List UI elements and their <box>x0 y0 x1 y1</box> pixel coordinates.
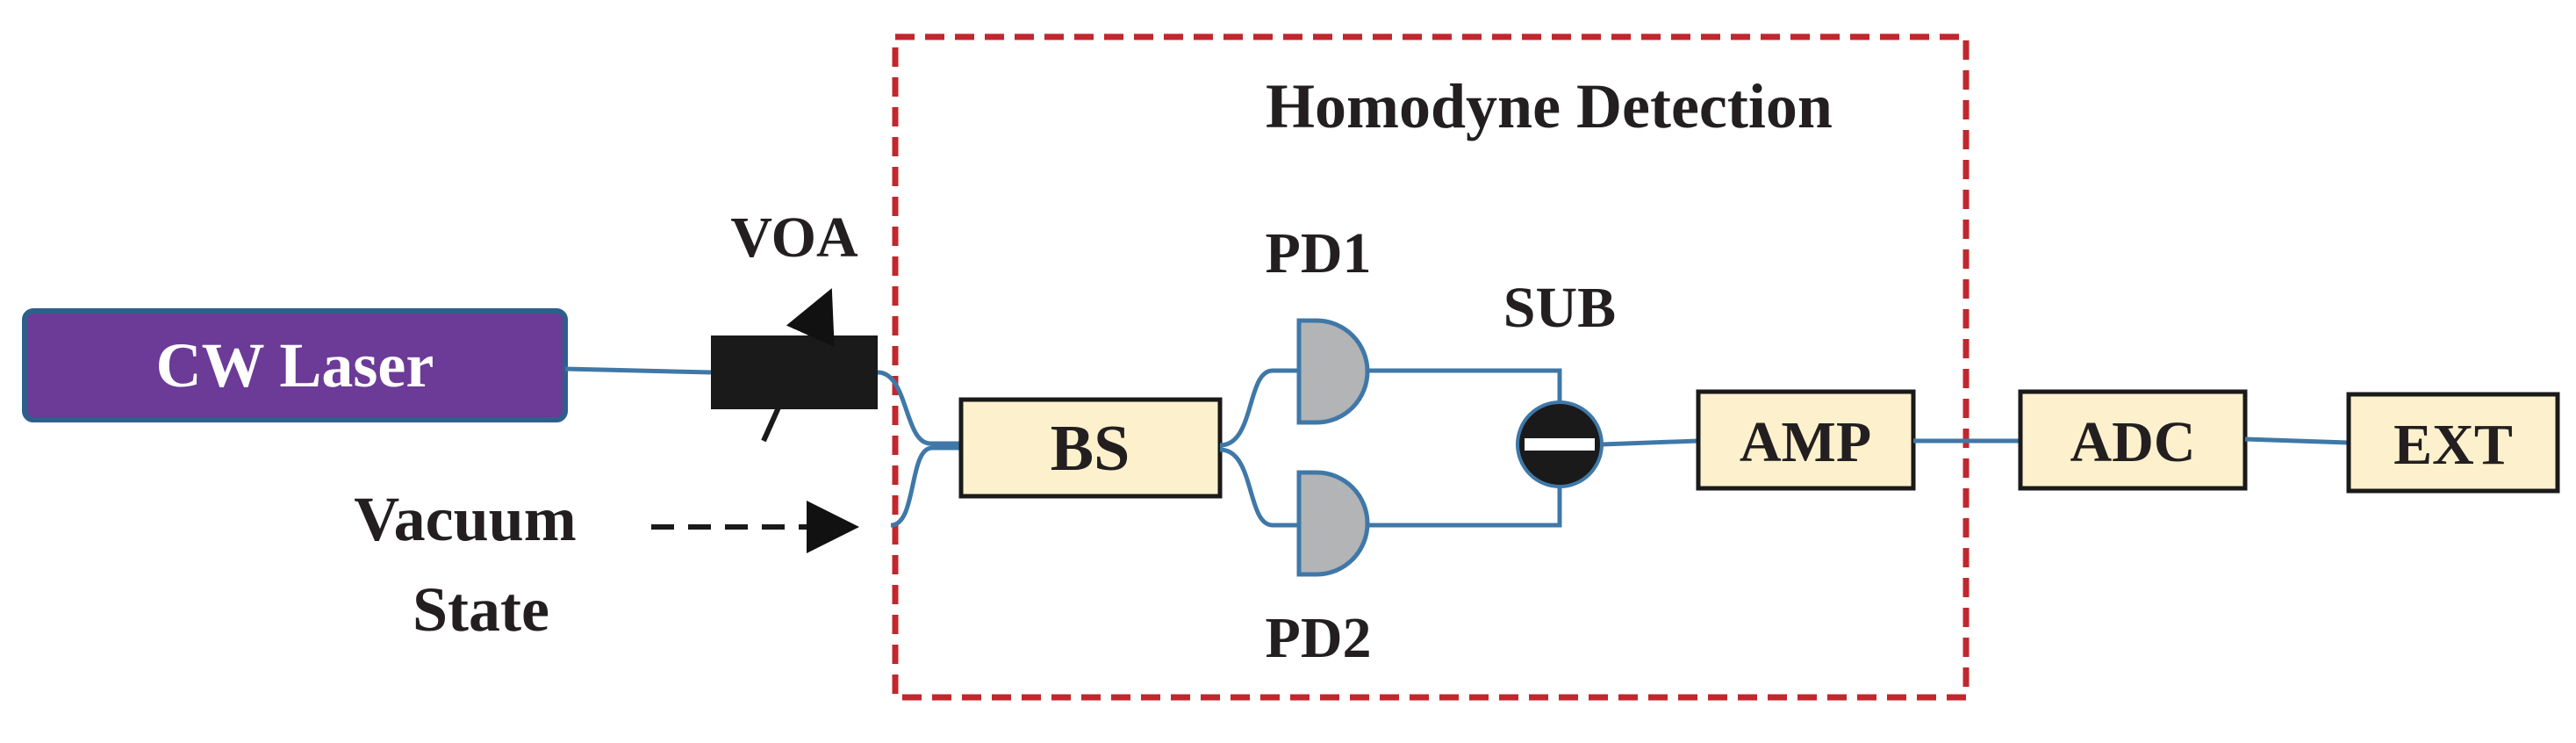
subtractor <box>1516 400 1604 488</box>
photodiode-pd2 <box>1296 470 1370 577</box>
cw-laser-label: CW Laser <box>156 330 434 400</box>
beamsplitter-label: BS <box>1051 413 1130 485</box>
voa-adjust-arrow <box>761 288 835 443</box>
extractor-label: EXT <box>2393 413 2513 477</box>
photodiode-pd1 <box>1296 318 1370 425</box>
adc-label: ADC <box>2070 410 2196 474</box>
wire-pd2-sub <box>1367 487 1562 528</box>
fiber-voa-bs <box>877 370 961 446</box>
fiber-vacuum-bs <box>890 445 961 528</box>
fiber-bs-pd1 <box>1219 368 1299 448</box>
adc <box>2018 389 2248 491</box>
voa-label: VOA <box>730 206 858 270</box>
amplifier <box>1696 389 1916 491</box>
voa <box>711 288 878 443</box>
vacuum-state-label-line1: Vacuum <box>354 484 576 554</box>
pd1-label: PD1 <box>1266 221 1372 285</box>
sub-label: SUB <box>1503 276 1616 340</box>
cw-laser: CW Laser <box>22 308 568 422</box>
vacuum-state-label-line2: State <box>413 574 549 645</box>
fiber-bs-pd2 <box>1219 447 1299 528</box>
wire-adc-ext <box>2244 436 2350 445</box>
wire-pd1-sub <box>1367 368 1562 402</box>
homodyne-region-title: Homodyne Detection <box>1266 71 1833 141</box>
fiber-laser-voa <box>564 366 712 375</box>
amplifier-label: AMP <box>1740 410 1871 474</box>
wire-sub-amp <box>1601 438 1699 447</box>
extractor <box>2346 392 2560 494</box>
minus-icon <box>1525 438 1595 451</box>
pd2-label: PD2 <box>1266 606 1372 670</box>
